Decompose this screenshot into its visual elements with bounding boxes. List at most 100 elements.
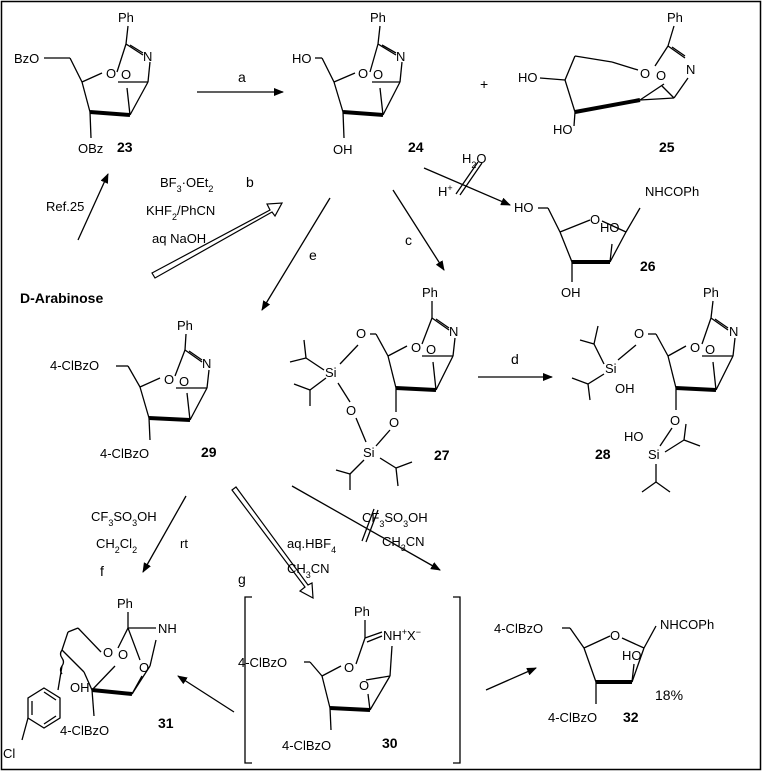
c28-o1: O [690, 340, 700, 355]
step-f-label: f [100, 563, 104, 579]
d-arabinose-label: D-Arabinose [20, 290, 103, 306]
c31-o3: O [139, 660, 149, 675]
compound-26: HO O NHCOPh HO OH 26 [514, 184, 699, 300]
c28-o2: O [705, 342, 715, 357]
step-c-label: c [405, 232, 412, 248]
step-f-line2: CH2Cl2 [96, 536, 137, 555]
c31-o1: O [103, 645, 113, 660]
c31-oh: OH [70, 680, 90, 695]
c28-si1: Si [605, 361, 617, 376]
c32-number: 32 [623, 709, 639, 725]
c31-o2: O [118, 647, 128, 662]
step-f-line1: CF3SO3OH [91, 509, 157, 528]
c23-ph: Ph [118, 10, 134, 25]
c26-nhcoph: NHCOPh [645, 184, 699, 199]
compound-32: 4-ClBzO O NHCOPh HO 4-ClBzO 32 18% [494, 617, 714, 725]
c25-number: 25 [659, 139, 675, 155]
c30-bottom-ester: 4-ClBzO [282, 738, 331, 753]
c29-ph: Ph [177, 318, 193, 333]
step-a-label: a [238, 69, 246, 85]
compound-27: Ph N O O O O Si Si O [289, 285, 458, 490]
c32-nhcoph: NHCOPh [660, 617, 714, 632]
c24-n: N [396, 49, 405, 64]
blocked-line2: CH3CN [382, 534, 425, 553]
cross-hydrolysis [455, 161, 479, 195]
c26-ho: HO [514, 200, 534, 215]
compound-23: Ph N O O BzO OBz 23 [14, 10, 152, 156]
c27-o2: O [426, 342, 436, 357]
c25-ph: Ph [667, 10, 683, 25]
arrow-hydrolysis-blocked [423, 167, 511, 206]
c28-o3: O [634, 326, 644, 341]
compound-30: Ph NH+X− O O 4-ClBzO 4-ClBzO 30 [238, 596, 461, 764]
c25-o2: O [656, 68, 666, 83]
c28-o4: O [670, 413, 680, 428]
step-d-label: d [511, 351, 519, 367]
c29-top-ester: 4-ClBzO [50, 358, 99, 373]
c32-top-ester: 4-ClBzO [494, 621, 543, 636]
c24-number: 24 [408, 139, 424, 155]
c25-ho2: HO [553, 122, 573, 137]
c27-o4: O [389, 415, 399, 430]
hydrolysis-hplus: H+ [438, 183, 453, 199]
c28-n: N [729, 324, 738, 339]
c26-ho2: HO [600, 220, 620, 235]
step-f-rt: rt [180, 536, 188, 551]
c23-o1: O [106, 66, 116, 81]
c28-number: 28 [595, 446, 611, 462]
c24-ho: HO [292, 51, 312, 66]
c30-nh: NH+X− [383, 627, 421, 643]
c27-ph: Ph [422, 285, 438, 300]
c27-si1: Si [325, 365, 337, 380]
arrow-c [392, 189, 445, 271]
c30-o1: O [344, 660, 354, 675]
c32-bottom-ester: 4-ClBzO [548, 710, 597, 725]
step-e-label: e [309, 247, 317, 263]
c30-number: 30 [382, 735, 398, 751]
c23-n: N [143, 49, 152, 64]
c24-oh: OH [333, 142, 353, 157]
step-b-line2: KHF2/PhCN [146, 203, 215, 222]
c27-si2: Si [363, 445, 375, 460]
c27-o3: O [356, 326, 366, 341]
c26-oh: OH [561, 285, 581, 300]
c25-ho1: HO [518, 70, 538, 85]
c31-ester: 4-ClBzO [60, 723, 109, 738]
step-b-line3: aq NaOH [152, 231, 206, 246]
c27-number: 27 [434, 447, 450, 463]
ref25-label: Ref.25 [46, 199, 84, 214]
c29-n: N [202, 356, 211, 371]
c31-number: 31 [158, 715, 174, 731]
step-g-line2: CH3CN [287, 561, 330, 580]
arrow-b [151, 202, 284, 279]
c30-o2: O [359, 678, 369, 693]
c30-ph: Ph [354, 604, 370, 619]
c29-o2: O [179, 374, 189, 389]
step-b-label: b [246, 174, 254, 190]
c28-oh1: OH [615, 381, 635, 396]
c23-bzo: BzO [14, 51, 39, 66]
c29-bottom-ester: 4-ClBzO [100, 446, 149, 461]
c27-n: N [449, 324, 458, 339]
c23-number: 23 [117, 139, 133, 155]
c27-o1: O [411, 340, 421, 355]
c25-n: N [686, 62, 695, 77]
compound-31: Ph NH O O O 4-ClBzO OH Cl 31 [3, 596, 177, 761]
plus-sign: + [480, 76, 488, 92]
step-b-line1: BF3·OEt2 [160, 175, 213, 194]
ref25-arrow [77, 173, 109, 241]
c25-o1: O [640, 66, 650, 81]
c31-nh: NH [158, 621, 177, 636]
c28-si2: Si [648, 447, 660, 462]
c26-number: 26 [640, 258, 656, 274]
c27-o5: O [346, 403, 356, 418]
c32-o: O [610, 628, 620, 643]
arrow-e [261, 197, 331, 311]
arrow-30-to-31 [177, 675, 235, 713]
c28-ho2: HO [624, 429, 644, 444]
bracket-left [244, 596, 252, 764]
hydrolysis-h2o: H2O [462, 151, 487, 170]
c24-o1: O [358, 66, 368, 81]
